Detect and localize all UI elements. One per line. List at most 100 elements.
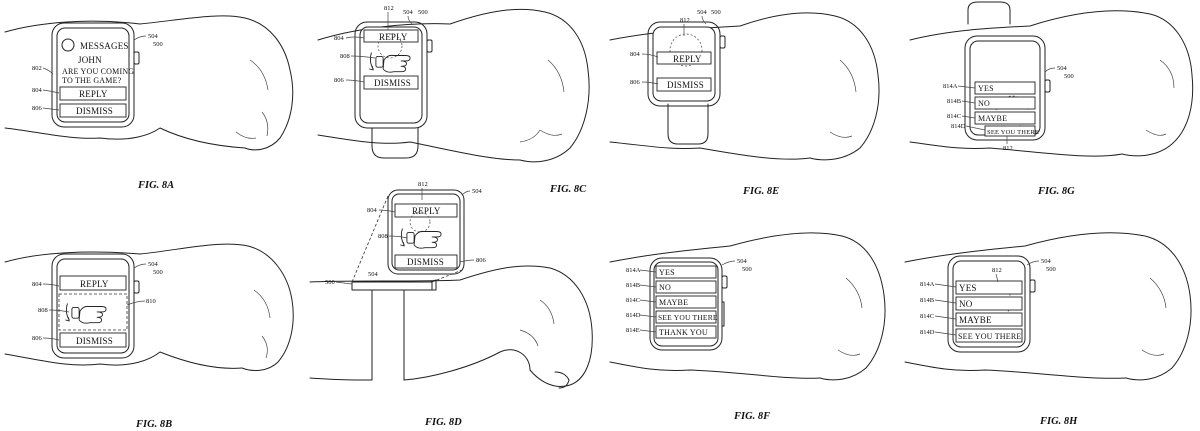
ref-802: 802	[32, 65, 42, 72]
ref-814e: 814E	[626, 327, 640, 334]
ref-814b: 814B	[947, 98, 962, 105]
fig-8g-arm	[909, 1, 1194, 157]
fig-8f-arm	[609, 232, 886, 381]
ref-814b: 814B	[920, 297, 935, 304]
ref-500: 500	[1046, 266, 1056, 273]
option-label: SEE YOU THERE	[658, 313, 718, 322]
reply-button[interactable]	[59, 275, 127, 291]
fig-8e-arm	[609, 12, 880, 161]
option-see-you-there[interactable]	[984, 125, 1036, 137]
ref-814a: 814A	[943, 83, 958, 90]
fig-8c-caption: FIG. 8C	[549, 184, 587, 195]
dismiss-label: DISMISS	[374, 78, 411, 88]
ref-810: 810	[146, 298, 156, 305]
fig-8b-arm	[4, 243, 294, 371]
reply-options-list: YES NO MAYBE SEE YOU THERE	[974, 81, 1039, 137]
ref-814d: 814D	[951, 123, 966, 130]
reply-button[interactable]	[394, 203, 458, 218]
fig-8d: REPLY DISMISS 812 504 804 808 806 504 50…	[309, 181, 593, 428]
ref-804: 804	[334, 35, 345, 42]
ref-812: 812	[680, 17, 690, 24]
ref-804: 804	[32, 281, 43, 288]
ref-806: 806	[334, 77, 345, 84]
reply-label: REPLY	[412, 206, 441, 216]
dismiss-button[interactable]	[656, 77, 712, 92]
fig-8c-watch: REPLY DISMISS	[354, 21, 433, 129]
messages-title: MESSAGES	[80, 41, 129, 51]
option-label: NO	[978, 99, 990, 108]
fig-8d-caption: FIG. 8D	[424, 417, 462, 428]
ref-504-band: 504	[368, 271, 379, 278]
ref-504: 504	[1057, 65, 1068, 72]
fig-8d-zoom-callout: REPLY DISMISS	[351, 189, 465, 283]
ref-814d: 814D	[626, 312, 641, 319]
ref-504: 504	[737, 258, 748, 265]
dismiss-label: DISMISS	[76, 336, 113, 346]
fig-8f-caption: FIG. 8F	[733, 411, 770, 422]
ref-814d: 814D	[920, 329, 935, 336]
fig-8b-watch: REPLY DISMISS	[51, 253, 140, 359]
ref-808: 808	[38, 307, 48, 314]
dismiss-button[interactable]	[394, 254, 458, 269]
ref-504: 504	[403, 9, 414, 16]
ref-500: 500	[418, 9, 428, 16]
ref-504: 504	[148, 261, 159, 268]
dismiss-button[interactable]	[363, 75, 419, 90]
ref-812: 812	[992, 267, 1002, 274]
ref-500: 500	[153, 41, 163, 48]
dismiss-button[interactable]	[59, 103, 127, 118]
reply-button[interactable]	[363, 29, 419, 43]
option-maybe[interactable]	[955, 312, 1023, 327]
ref-504: 504	[1041, 258, 1052, 265]
reply-button[interactable]	[656, 51, 712, 65]
option-see-you-there[interactable]	[955, 328, 1023, 343]
ref-812: 812	[418, 181, 428, 188]
fig-8b-caption: FIG. 8B	[135, 419, 172, 430]
ref-814a: 814A	[626, 267, 641, 274]
fig-8e-watch: REPLY DISMISS	[647, 21, 726, 107]
ref-500: 500	[1064, 73, 1074, 80]
fig-8b: REPLY DISMISS 804 808 806 810 504 500 FI…	[4, 243, 294, 430]
ref-500: 500	[153, 269, 163, 276]
gesture-region	[58, 293, 128, 331]
dismiss-label: DISMISS	[667, 80, 704, 90]
dismiss-label: DISMISS	[407, 257, 444, 267]
ref-804: 804	[367, 207, 378, 214]
fig-8f-watch: YES NO MAYBE SEE YOU THERE THANK YOU	[649, 257, 728, 351]
fig-8h-caption: FIG. 8H	[1039, 416, 1078, 427]
reply-button[interactable]	[59, 86, 127, 101]
option-no[interactable]	[955, 296, 1023, 311]
ref-806: 806	[630, 79, 641, 86]
fig-8e: REPLY DISMISS 812 504 500 804 806 FIG. 8…	[609, 9, 880, 197]
ref-804: 804	[630, 51, 641, 58]
option-label: THANK YOU	[659, 328, 708, 337]
ref-500: 500	[711, 9, 721, 16]
message-line-1: ARE YOU COMING	[62, 67, 134, 76]
ref-500: 500	[325, 279, 335, 286]
fig-8f: YES NO MAYBE SEE YOU THERE THANK YOU 814…	[609, 232, 886, 422]
option-label: SEE YOU THERE	[987, 129, 1039, 136]
reply-options-list: YES NO MAYBE SEE YOU THERE THANK YOU	[655, 265, 718, 339]
option-yes[interactable]	[955, 280, 1023, 295]
ref-804: 804	[32, 87, 43, 94]
option-label: NO	[659, 283, 671, 292]
fig-8g-watch: YES NO MAYBE SEE YOU THERE	[964, 35, 1051, 141]
fig-8a-watch: MESSAGES JOHN ARE YOU COMING TO THE GAME…	[51, 22, 140, 128]
message-line-2: TO THE GAME?	[62, 76, 122, 85]
fig-8d-arm	[309, 265, 593, 389]
dismiss-button[interactable]	[59, 332, 127, 348]
option-label: MAYBE	[978, 114, 1007, 123]
fig-8a-arm	[4, 15, 294, 151]
option-label: NO	[959, 299, 973, 309]
ref-808: 808	[378, 233, 388, 240]
ref-812: 812	[1003, 145, 1013, 152]
fig-8h-arm	[904, 232, 1192, 381]
ref-504: 504	[472, 188, 483, 195]
fig-8h-watch: YES NO MAYBE SEE YOU THERE	[947, 255, 1036, 353]
reply-label: REPLY	[673, 54, 702, 64]
sender-name: JOHN	[78, 55, 102, 65]
fig-8a: MESSAGES JOHN ARE YOU COMING TO THE GAME…	[4, 15, 294, 191]
fig-8a-caption: FIG. 8A	[137, 180, 174, 191]
ref-806: 806	[32, 105, 43, 112]
